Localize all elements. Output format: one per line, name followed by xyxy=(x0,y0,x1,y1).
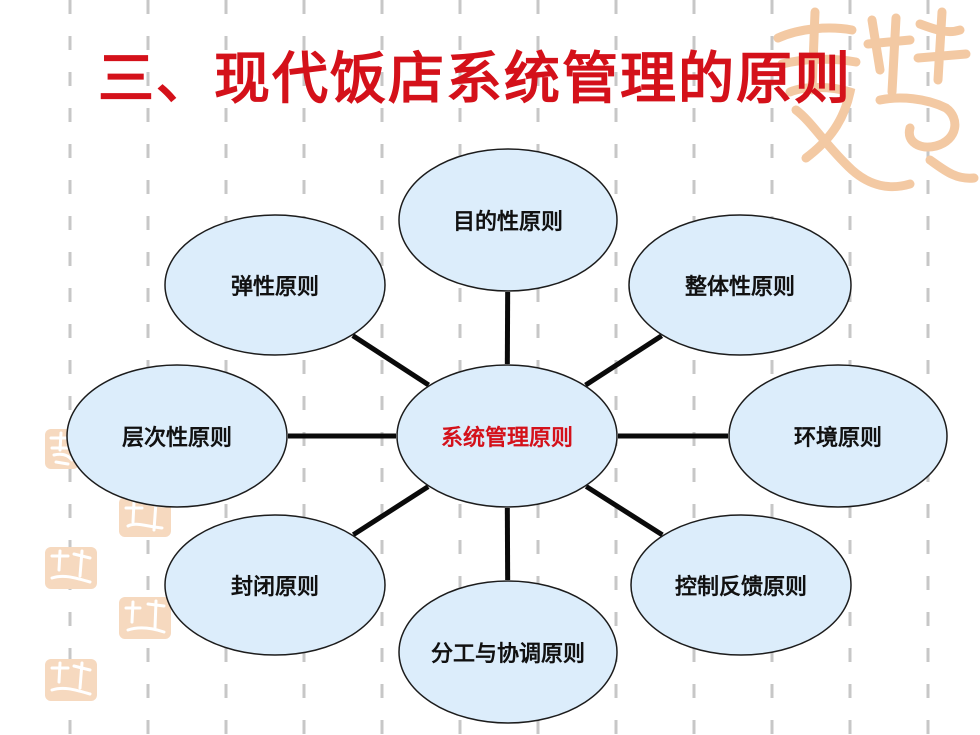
node-closure-principle-ellipse xyxy=(164,514,386,656)
page-title: 三、现代饭店系统管理的原则 xyxy=(98,47,852,112)
calligraphy-seal-small-2 xyxy=(119,497,171,537)
node-center-ellipse xyxy=(396,364,618,508)
node-label: 层次性原则 xyxy=(121,426,232,451)
connector-elasticity-principle xyxy=(351,333,431,388)
node-goal-principle-ellipse xyxy=(398,148,618,292)
node-label: 封闭原则 xyxy=(230,575,319,600)
node-center-label: 系统管理原则 xyxy=(440,426,573,451)
node-coordination-principle: 分工与协调原则 xyxy=(398,580,618,724)
connector-integrity-principle xyxy=(584,333,664,388)
node-closure-principle: 封闭原则 xyxy=(164,514,386,656)
node-center: 系统管理原则 xyxy=(396,364,618,508)
node-label: 整体性原则 xyxy=(684,275,795,300)
node-label: 目的性原则 xyxy=(452,210,563,235)
node-feedback-principle-ellipse xyxy=(630,514,852,656)
node-environment-principle: 环境原则 xyxy=(728,364,948,508)
node-label: 分工与协调原则 xyxy=(430,642,585,667)
node-label: 弹性原则 xyxy=(230,275,319,300)
node-integrity-principle-ellipse xyxy=(628,214,852,356)
connector-feedback-principle xyxy=(584,484,664,538)
node-goal-principle: 目的性原则 xyxy=(398,148,618,292)
node-feedback-principle: 控制反馈原则 xyxy=(630,514,852,656)
node-hierarchy-principle-ellipse xyxy=(66,364,288,508)
node-elasticity-principle: 弹性原则 xyxy=(164,214,386,356)
node-label: 控制反馈原则 xyxy=(674,575,807,600)
node-environment-principle-ellipse xyxy=(728,364,948,508)
node-hierarchy-principle: 层次性原则 xyxy=(66,364,288,508)
node-label: 环境原则 xyxy=(793,426,882,451)
calligraphy-seal-small-4 xyxy=(119,597,171,639)
node-elasticity-principle-ellipse xyxy=(164,214,386,356)
node-integrity-principle: 整体性原则 xyxy=(628,214,852,356)
node-coordination-principle-ellipse xyxy=(398,580,618,724)
calligraphy-seal-small-5 xyxy=(45,659,97,701)
calligraphy-seal-large xyxy=(773,7,979,192)
connector-closure-principle xyxy=(351,484,430,537)
calligraphy-seal-small-3 xyxy=(45,547,97,589)
